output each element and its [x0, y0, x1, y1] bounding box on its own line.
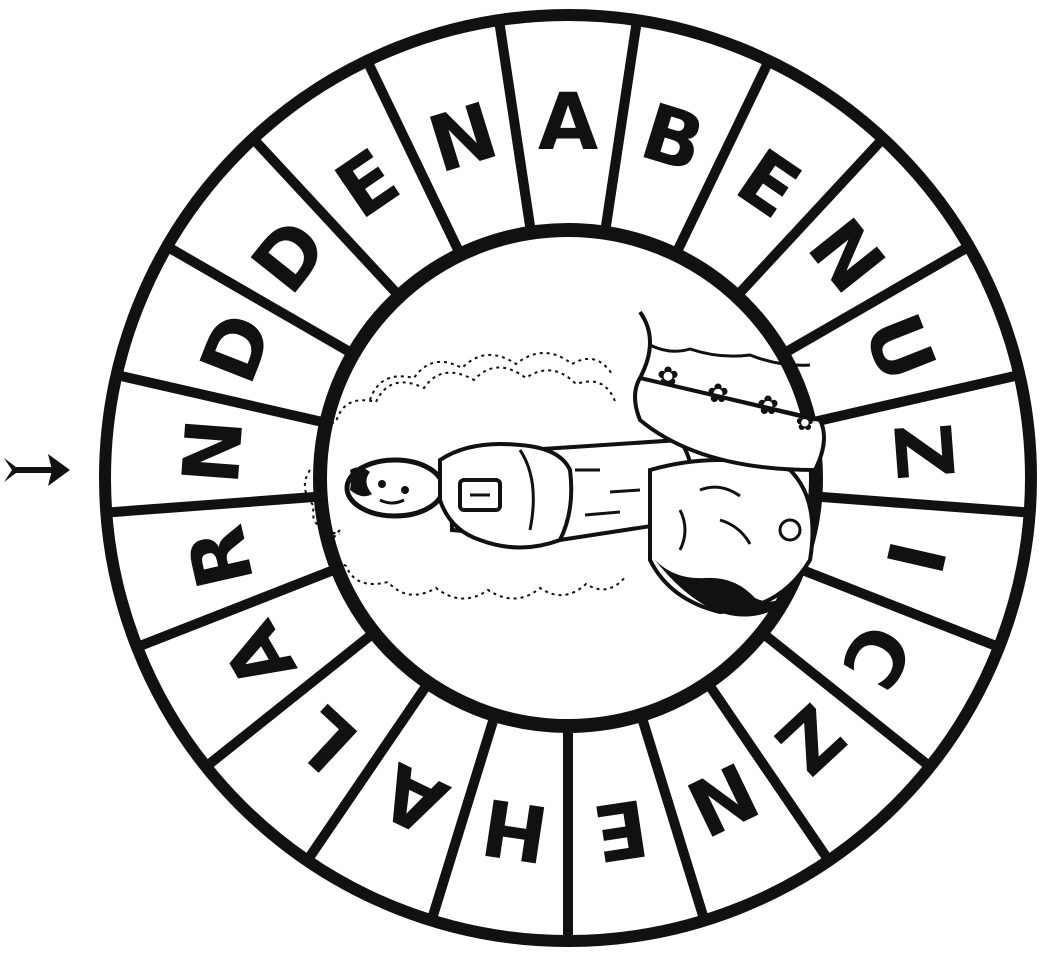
svg-text:✿: ✿ [757, 391, 779, 421]
svg-text:✿: ✿ [796, 411, 814, 436]
wheel-letter: B [631, 87, 714, 191]
segment-divider [117, 375, 327, 423]
svg-text:✿: ✿ [657, 362, 679, 392]
segment-divider [106, 497, 320, 513]
figure-head [347, 460, 443, 516]
wheel-letter: N [419, 86, 508, 191]
wheel-letter: Z [875, 420, 969, 483]
wheel-letter: R [171, 518, 272, 597]
wheel-letter: I [867, 533, 961, 581]
wheel-letter: D [184, 302, 291, 395]
wheel-letter: N [167, 416, 262, 488]
segment-divider [499, 20, 531, 233]
wheel-letter: H [476, 780, 554, 879]
svg-text:✿: ✿ [707, 379, 729, 409]
wheel-letter: E [588, 781, 654, 878]
segment-divider [815, 497, 1029, 513]
segment-divider [605, 20, 637, 233]
wheel-letter: U [845, 302, 952, 394]
center-illustration: ✿ ✿ ✿ ✿ [305, 312, 824, 616]
segment-divider [641, 715, 704, 920]
start-arrow-icon [4, 454, 70, 486]
wheel-letter: A [538, 78, 598, 168]
segment-divider [810, 375, 1020, 423]
